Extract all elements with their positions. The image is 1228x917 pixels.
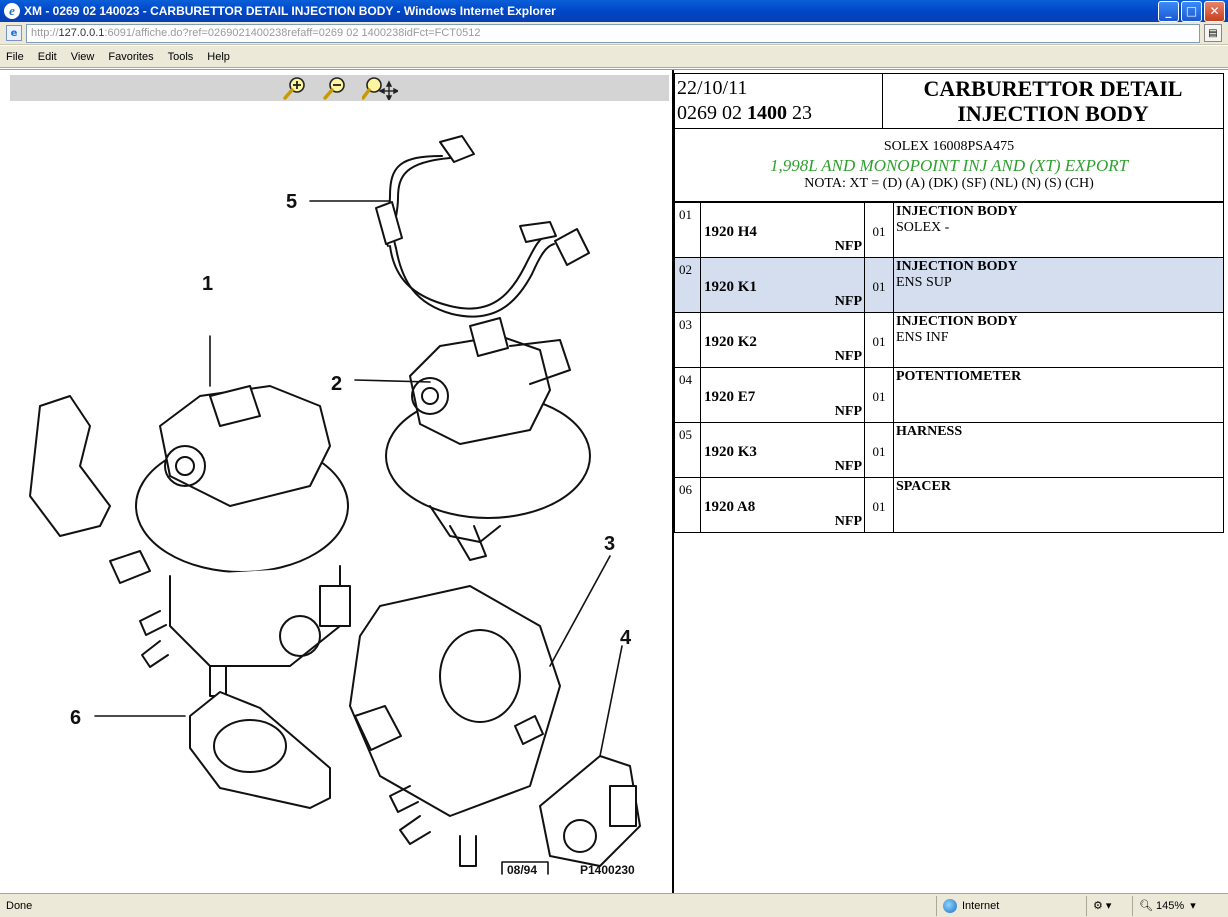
callout-4: 4 xyxy=(620,627,632,649)
detail-title: CARBURETTOR DETAIL INJECTION BODY xyxy=(923,76,1183,126)
engine-text: 1,998L AND MONOPOINT INJ AND (XT) EXPORT xyxy=(769,156,1129,175)
zoom-pan-icon xyxy=(361,77,398,100)
window-title: XM - 0269 02 140023 - CARBURETTOR DETAIL… xyxy=(24,4,556,18)
menu-view[interactable]: View xyxy=(70,50,95,63)
throttle-body-drawing xyxy=(349,585,561,867)
gear-icon: ⚙ ▾ xyxy=(1093,900,1112,912)
status-bar: Done Internet ⚙ ▾ 🔍︎ 145% ▾ xyxy=(0,893,1228,917)
model-text: SOLEX 16008PSA475 xyxy=(883,139,1015,154)
callout-3: 3 xyxy=(604,533,615,555)
menu-favorites[interactable]: Favorites xyxy=(108,50,154,63)
status-text: Done xyxy=(6,899,33,912)
detail-header: 22/10/11 0269 02 1400 23 CARBURETTOR DET… xyxy=(674,73,1224,129)
menu-help[interactable]: Help xyxy=(207,50,230,63)
address-bar: e http://127.0.0.1:6091/affiche.do?ref=0… xyxy=(0,22,1228,45)
zoom-out-icon xyxy=(322,77,345,100)
harness-drawing xyxy=(375,135,590,318)
part-ref[interactable]: 1920 K3 xyxy=(704,444,757,460)
nota-text: NOTA: XT = (D) (A) (DK) (SF) (NL) (N) (S… xyxy=(804,176,1094,191)
part-ref[interactable]: 1920 A8 xyxy=(704,499,756,515)
pan-zoom-button[interactable] xyxy=(361,76,398,100)
minimize-button[interactable]: _ xyxy=(1158,0,1179,22)
part-ref[interactable]: 1920 H4 xyxy=(704,224,757,240)
zoom-level-button[interactable]: 🔍︎ 145% ▾ xyxy=(1132,895,1228,916)
parts-diagram: 5 1 2 3 4 6 08/94 P1400230 xyxy=(29,135,641,877)
injection-body-upper-drawing xyxy=(385,317,591,561)
stamp-code: P1400230 xyxy=(580,863,635,877)
maximize-button[interactable]: □ xyxy=(1181,0,1202,22)
header-ref: 0269 02 1400 23 xyxy=(677,102,812,124)
pane-divider[interactable] xyxy=(672,70,674,893)
ie-logo-icon: e xyxy=(4,3,20,19)
stamp-date: 08/94 xyxy=(507,863,537,877)
security-zone: Internet xyxy=(936,895,1086,916)
injection-body-assembly-drawing xyxy=(29,385,351,697)
magnifier-icon: 🔍︎ xyxy=(1139,900,1153,912)
address-input[interactable]: http://127.0.0.1:6091/affiche.do?ref=026… xyxy=(26,23,1200,43)
potentiometer-drawing xyxy=(539,755,641,867)
menu-edit[interactable]: Edit xyxy=(37,50,57,63)
header-date: 22/10/11 xyxy=(677,77,748,99)
header-meta: 22/10/11 0269 02 1400 23 xyxy=(675,74,883,128)
callout-1: 1 xyxy=(202,273,213,295)
callout-6: 6 xyxy=(70,707,81,729)
parts-pane: 22/10/11 0269 02 1400 23 CARBURETTOR DET… xyxy=(674,70,1228,893)
globe-icon xyxy=(943,898,957,913)
page-icon: e xyxy=(6,25,22,41)
info-box: SOLEX 16008PSA475 1,998L AND MONOPOINT I… xyxy=(674,129,1224,202)
window-title-bar: e XM - 0269 02 140023 - CARBURETTOR DETA… xyxy=(0,0,1228,22)
zoom-out-button[interactable] xyxy=(322,76,348,100)
close-button[interactable]: ✕ xyxy=(1204,0,1225,22)
spacer-drawing xyxy=(189,691,331,809)
callout-5: 5 xyxy=(286,191,297,213)
compatibility-icon[interactable]: ▤ xyxy=(1204,24,1222,42)
zoom-toolbar xyxy=(10,75,669,101)
diagram-pane: 5 1 2 3 4 6 08/94 P1400230 xyxy=(0,70,672,893)
menu-tools[interactable]: Tools xyxy=(167,50,194,63)
menu-bar: File Edit View Favorites Tools Help xyxy=(0,46,1228,68)
part-ref[interactable]: 1920 E7 xyxy=(704,389,756,405)
page-content: 5 1 2 3 4 6 08/94 P1400230 22/10/11 0269… xyxy=(0,69,1228,893)
callout-2: 2 xyxy=(331,373,342,395)
part-ref[interactable]: 1920 K1 xyxy=(704,279,757,295)
zoom-in-icon xyxy=(282,77,305,100)
menu-file[interactable]: File xyxy=(6,50,24,63)
zoom-in-button[interactable] xyxy=(282,76,308,100)
part-ref[interactable]: 1920 K2 xyxy=(704,334,757,350)
protected-mode-button[interactable]: ⚙ ▾ xyxy=(1086,895,1132,916)
